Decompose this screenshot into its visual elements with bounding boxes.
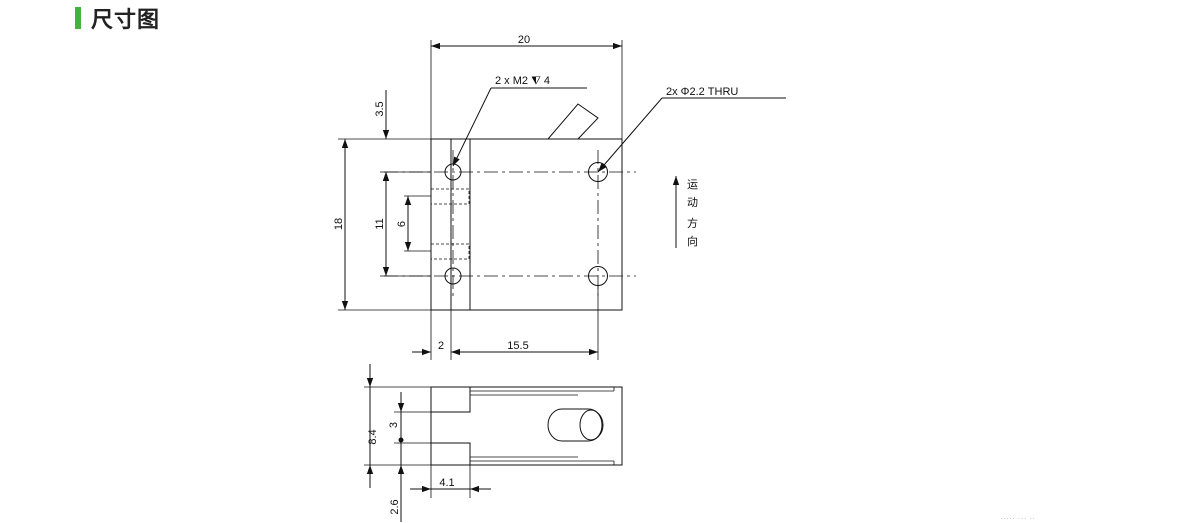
watermark: ····· ··· ·· xyxy=(1000,513,1035,523)
dim-label-side-height: 8.4 xyxy=(367,429,379,444)
lever-tab xyxy=(547,103,599,140)
dim-label-inner-spacing: 6 xyxy=(396,221,408,227)
dim-label-hole-spacing: 11 xyxy=(374,218,386,229)
dim-dot xyxy=(398,437,404,443)
side-window xyxy=(547,408,604,442)
dim-label-top-offset: 3.5 xyxy=(374,101,386,116)
thru-hole xyxy=(588,266,608,286)
dim-label-hole-pitch: 15.5 xyxy=(507,340,528,352)
center-lines xyxy=(384,150,636,300)
section-title: 尺寸图 xyxy=(91,8,161,33)
side-view-outline xyxy=(430,386,623,466)
leader-thru xyxy=(598,97,786,172)
motion-label-char: 方 xyxy=(687,216,698,230)
motion-label-char: 运 xyxy=(687,178,698,191)
dim-label-slot: 3 xyxy=(388,422,400,428)
top-view-outline xyxy=(430,138,623,311)
motion-label-char: 动 xyxy=(687,196,698,209)
top-view xyxy=(338,40,786,360)
motion-label-char: 向 xyxy=(687,234,698,248)
dim-label-slot-depth: 4.1 xyxy=(439,477,454,489)
hidden-pins xyxy=(430,188,470,260)
dim-label-width: 20 xyxy=(518,34,530,46)
leader-tapped xyxy=(453,87,587,166)
callout-thru-hole: 2x Φ2.2 THRU xyxy=(666,86,738,98)
side-extension-lines xyxy=(364,386,471,498)
section-accent-bar xyxy=(75,7,81,29)
section-header: 尺寸图 xyxy=(75,4,161,33)
callout-tapped-hole: 2 x M2 ⧨ 4 xyxy=(495,75,550,87)
dim-label-height: 18 xyxy=(333,218,345,230)
dim-label-left-offset: 2 xyxy=(438,340,444,352)
side-rails xyxy=(470,387,615,465)
tapped-hole xyxy=(444,267,462,285)
side-window-inner xyxy=(579,409,603,441)
side-view xyxy=(364,364,623,522)
dim-label-bottom: 2.6 xyxy=(389,499,401,514)
